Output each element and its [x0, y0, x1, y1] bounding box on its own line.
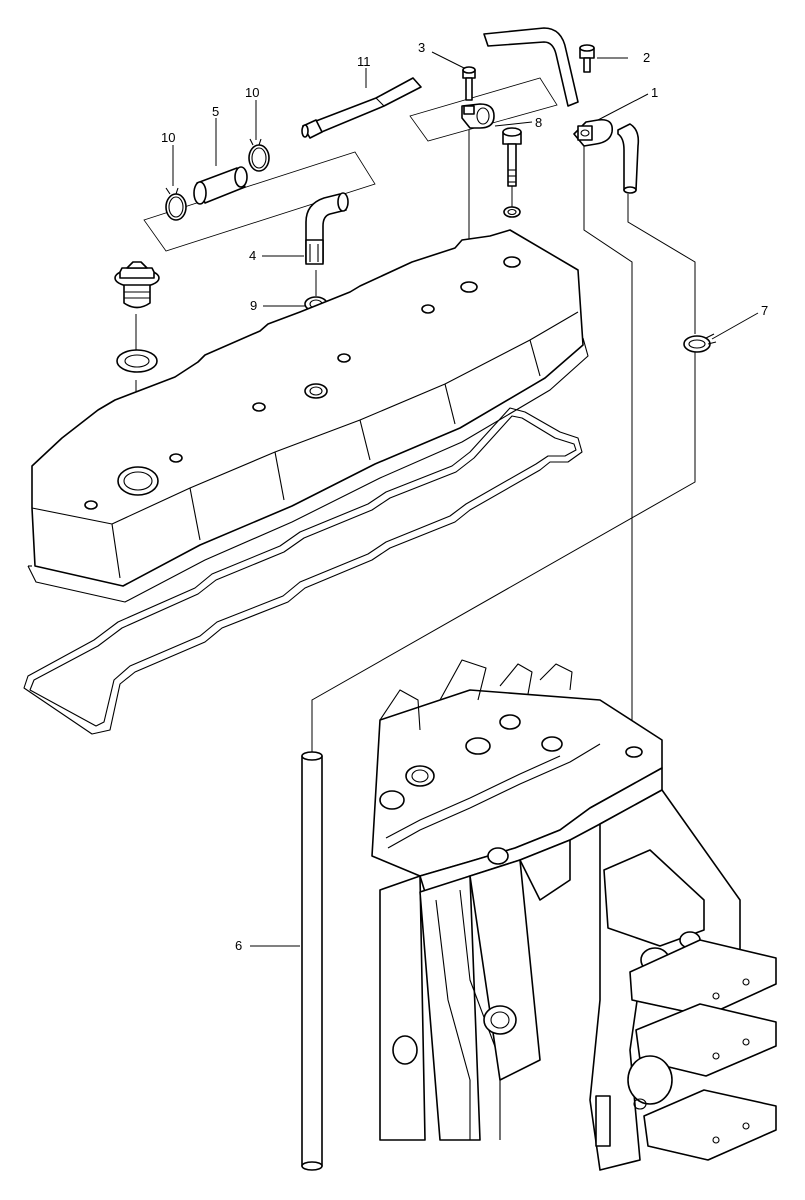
- part-7-clip: [683, 333, 717, 353]
- part-10-clamp-left: [165, 187, 187, 221]
- callout-2: 2: [643, 50, 650, 65]
- panel-clamp-group: [409, 77, 558, 142]
- callout-9: 9: [250, 298, 257, 313]
- callout-8: 8: [535, 115, 542, 130]
- callout-1: 1: [651, 85, 658, 100]
- callout-7: 7: [761, 303, 768, 318]
- oil-filler-cap: [114, 261, 160, 309]
- part-5-hose: [193, 166, 248, 205]
- callout-5: 5: [212, 104, 219, 119]
- callout-10-right: 10: [245, 85, 259, 100]
- short-hose: [617, 123, 640, 194]
- part-2-bolt: [579, 44, 595, 73]
- bolt-washer: [503, 206, 521, 218]
- callout-6: 6: [235, 938, 242, 953]
- engine-block: [371, 659, 777, 1171]
- callout-labels: 11 10 5 10 3 2 1 8 4 9 7 6: [161, 40, 768, 953]
- part-8-clamp: [461, 103, 495, 129]
- upper-hose: [483, 27, 579, 107]
- part-6-tube: [301, 751, 323, 1171]
- part-1-bracket: [573, 118, 614, 147]
- part-11-breather-pipe: [301, 77, 422, 139]
- callout-10-left: 10: [161, 130, 175, 145]
- filler-cap-seal: [116, 349, 158, 373]
- part-3-bolt: [462, 66, 476, 101]
- callout-11: 11: [357, 54, 371, 69]
- valve-cover-gasket: [23, 407, 583, 735]
- long-bolt: [502, 127, 522, 187]
- sub-assembly-panels: [143, 77, 558, 252]
- part-10-clamp-right: [248, 138, 270, 172]
- callout-4: 4: [249, 248, 256, 263]
- panel-hose-group: [143, 151, 376, 252]
- part-4-elbow-fitting: [305, 192, 349, 265]
- valve-cover: [27, 229, 589, 603]
- callout-3: 3: [418, 40, 425, 55]
